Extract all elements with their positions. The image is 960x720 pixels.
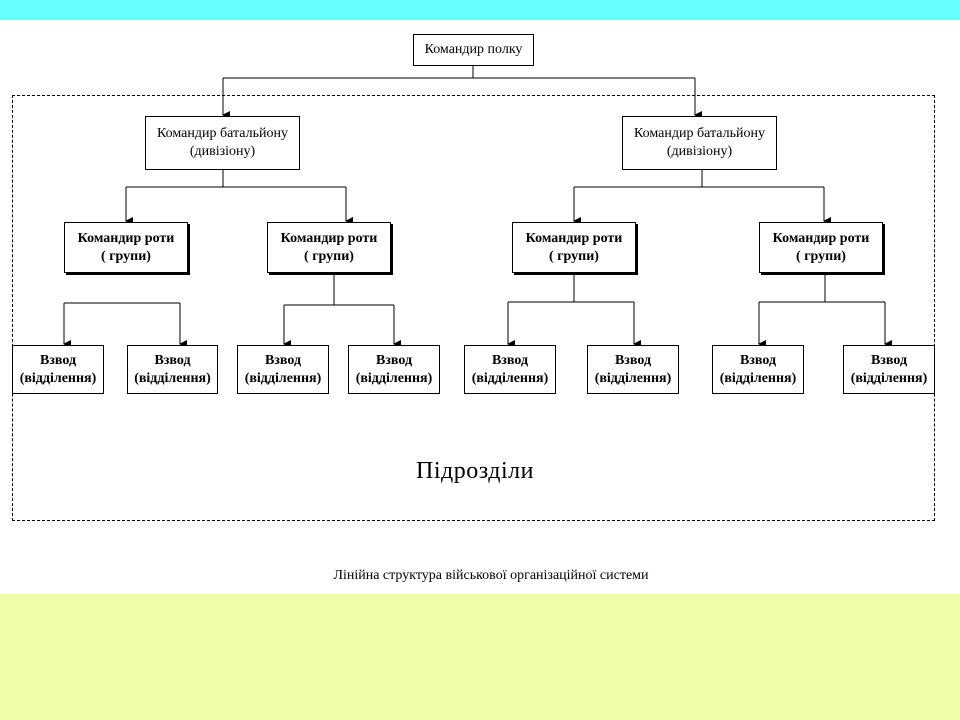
battalion-commander-label: Командир батальйону — [634, 126, 765, 141]
slide-area — [0, 20, 960, 594]
company-commander-sublabel: ( групи) — [101, 248, 151, 264]
platoon-label: Взвод — [154, 352, 191, 368]
platoon-sublabel: (відділення) — [471, 370, 549, 386]
company-commander-label: Командир роти — [525, 230, 623, 246]
company-commander-box-3: Командир роти ( групи) — [512, 222, 636, 273]
platoon-box-8: Взвод (відділення) — [843, 345, 935, 394]
platoon-label: Взвод — [614, 352, 652, 368]
bottom-color-band — [0, 594, 960, 720]
platoon-sublabel: (відділення) — [134, 370, 211, 386]
company-commander-label: Командир роти — [280, 230, 378, 246]
platoon-box-2: Взвод (відділення) — [127, 345, 218, 394]
battalion-commander-box-1: Командир батальйону (дивізіону) — [145, 116, 300, 170]
company-commander-label: Командир роти — [77, 230, 175, 246]
platoon-label: Взвод — [870, 352, 908, 368]
company-commander-sublabel: ( групи) — [796, 248, 846, 264]
platoon-box-7: Взвод (відділення) — [712, 345, 804, 394]
company-commander-sublabel: ( групи) — [549, 248, 599, 264]
platoon-label: Взвод — [375, 352, 413, 368]
platoon-sublabel: (відділення) — [19, 370, 97, 386]
regiment-commander-box: Командир полку — [413, 34, 534, 66]
regiment-commander-label: Командир полку — [424, 42, 523, 57]
battalion-commander-sublabel: (дивізіону) — [189, 144, 256, 159]
platoon-label: Взвод — [264, 352, 302, 368]
battalion-commander-sublabel: (дивізіону) — [666, 144, 733, 159]
platoon-sublabel: (відділення) — [719, 370, 797, 386]
platoon-label: Взвод — [491, 352, 529, 368]
platoon-box-4: Взвод (відділення) — [348, 345, 440, 394]
battalion-commander-box-2: Командир батальйону (дивізіону) — [622, 116, 777, 170]
platoon-box-6: Взвод (відділення) — [587, 345, 679, 394]
units-label: Підрозділи — [416, 458, 534, 484]
platoon-sublabel: (відділення) — [244, 370, 322, 386]
platoon-label: Взвод — [739, 352, 777, 368]
platoon-sublabel: (відділення) — [594, 370, 672, 386]
platoon-label: Взвод — [39, 352, 77, 368]
company-commander-sublabel: ( групи) — [304, 248, 354, 264]
subdivisions-frame — [12, 95, 935, 521]
battalion-commander-label: Командир батальйону — [157, 126, 288, 141]
company-commander-box-1: Командир роти ( групи) — [64, 222, 188, 273]
platoon-box-3: Взвод (відділення) — [237, 345, 329, 394]
platoon-sublabel: (відділення) — [355, 370, 433, 386]
platoon-box-5: Взвод (відділення) — [464, 345, 556, 394]
company-commander-label: Командир роти — [772, 230, 870, 246]
platoon-box-1: Взвод (відділення) — [12, 345, 104, 394]
company-commander-box-2: Командир роти ( групи) — [267, 222, 391, 273]
diagram-caption: Лінійна структура військової організацій… — [333, 568, 649, 583]
top-color-band — [0, 0, 960, 20]
platoon-sublabel: (відділення) — [850, 370, 928, 386]
company-commander-box-4: Командир роти ( групи) — [759, 222, 883, 273]
